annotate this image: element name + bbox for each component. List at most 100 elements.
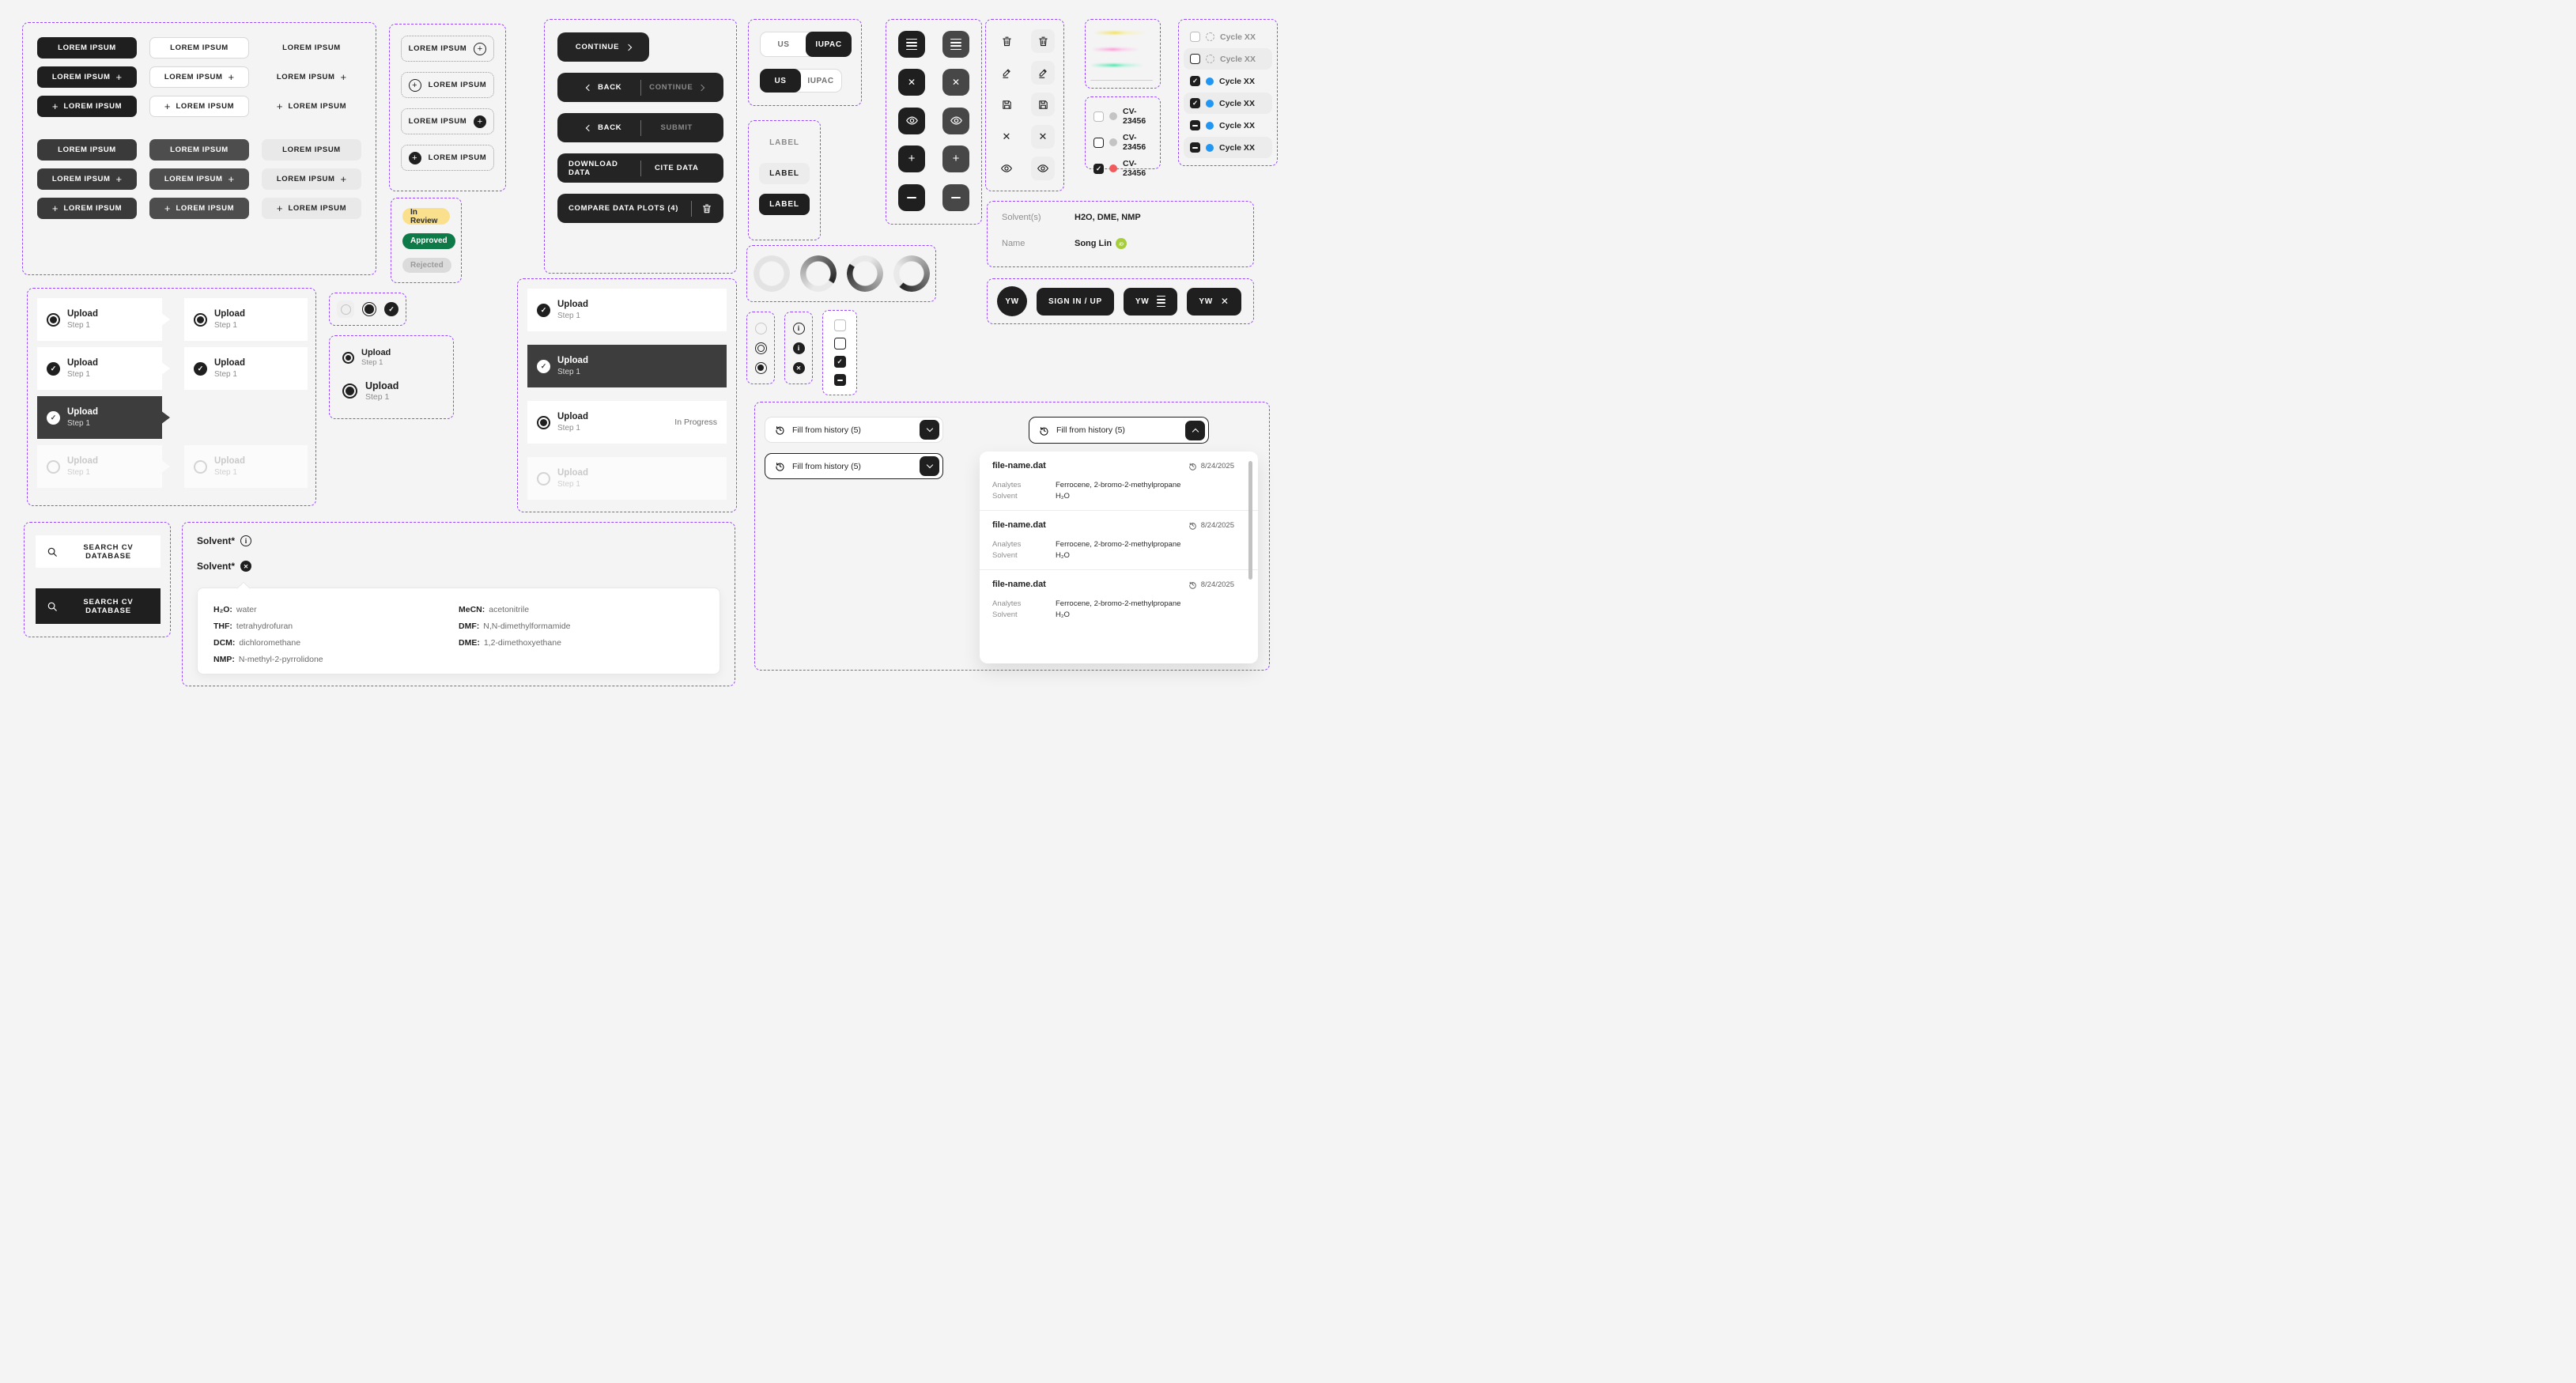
dashed-add-button-filled-icon-right[interactable]: LOREM IPSUM+ — [401, 108, 494, 134]
trash-icon[interactable] — [701, 203, 712, 214]
fill-from-history-dropdown-open[interactable]: Fill from history (5) — [1029, 417, 1209, 444]
label-chip-dark[interactable]: LABEL — [759, 194, 810, 215]
secondary-button[interactable]: LOREM IPSUM — [149, 37, 249, 59]
cycle-row-indeterminate[interactable]: Cycle XX — [1184, 115, 1272, 136]
close-button-hover[interactable]: ✕ — [1031, 124, 1055, 149]
ghost-button[interactable]: LOREM IPSUM — [262, 37, 361, 59]
cycle-row-unchecked-hover[interactable]: Cycle XX — [1184, 48, 1272, 70]
step-pending-icon[interactable] — [337, 300, 354, 318]
toggle-option-iupac[interactable]: IUPAC — [807, 76, 834, 85]
checkbox-indeterminate[interactable] — [833, 374, 846, 386]
cv-row-checked[interactable]: ✓ CV-23456 — [1093, 159, 1152, 178]
save-button-hover[interactable] — [1031, 93, 1055, 117]
dashed-add-button-icon-left[interactable]: +LOREM IPSUM — [401, 72, 494, 98]
download-data-button[interactable]: DOWNLOAD DATA — [568, 159, 618, 177]
primary-pressed-button-plus-left[interactable]: +LOREM IPSUM — [149, 198, 249, 219]
dashed-add-button-icon-right[interactable]: LOREM IPSUM+ — [401, 36, 494, 62]
cycle-row-unchecked[interactable]: Cycle XX — [1184, 26, 1272, 47]
delete-button[interactable] — [995, 29, 1018, 53]
info-outline-icon[interactable]: i — [240, 535, 252, 546]
view-button-hover[interactable] — [1031, 156, 1055, 180]
primary-pressed-button[interactable]: LOREM IPSUM — [149, 139, 249, 161]
user-menu-button[interactable]: YW — [1123, 287, 1178, 316]
close-button[interactable]: ✕ — [898, 69, 925, 96]
toggle-option-iupac[interactable]: IUPAC — [806, 32, 852, 57]
checkbox-unchecked[interactable] — [1190, 54, 1200, 64]
primary-button-plus-left[interactable]: +LOREM IPSUM — [37, 96, 137, 117]
submit-button-disabled[interactable]: SUBMIT — [660, 123, 693, 132]
checkbox-indeterminate[interactable] — [1190, 142, 1200, 153]
primary-hover-button[interactable]: LOREM IPSUM — [37, 139, 137, 161]
back-submit-bar[interactable]: BACK SUBMIT — [557, 113, 723, 142]
remove-button-hover[interactable] — [942, 183, 969, 211]
compare-plots-bar[interactable]: COMPARE DATA PLOTS (4) — [557, 194, 723, 223]
disabled-button[interactable]: LOREM IPSUM — [262, 139, 361, 161]
dropdown-expand-button[interactable] — [920, 420, 939, 440]
checkbox-unchecked[interactable] — [833, 319, 846, 331]
compare-plots-button[interactable]: COMPARE DATA PLOTS (4) — [568, 204, 679, 213]
checkbox-unchecked[interactable] — [1093, 137, 1104, 148]
primary-pressed-button-plus-right[interactable]: LOREM IPSUM+ — [149, 168, 249, 190]
remove-button[interactable] — [898, 183, 925, 211]
continue-button[interactable]: CONTINUE — [557, 32, 649, 62]
menu-button[interactable] — [898, 31, 925, 58]
view-button-hover[interactable] — [942, 107, 969, 134]
checkbox-checked[interactable]: ✓ — [1093, 163, 1104, 174]
us-iupac-toggle-alt[interactable]: US IUPAC — [760, 69, 842, 93]
cv-row-unchecked-focus[interactable]: CV-23456 — [1093, 133, 1152, 152]
fill-from-history-dropdown[interactable]: Fill from history (5) — [765, 417, 943, 443]
delete-button-hover[interactable] — [1031, 29, 1055, 53]
user-avatar[interactable]: YW — [997, 286, 1027, 316]
cycle-row-indeterminate-hover[interactable]: Cycle XX — [1184, 137, 1272, 158]
cycle-row-checked-hover[interactable]: ✓ Cycle XX — [1184, 93, 1272, 114]
checkbox-checked[interactable]: ✓ — [833, 356, 846, 368]
primary-button[interactable]: LOREM IPSUM — [37, 37, 137, 59]
us-iupac-toggle[interactable]: US IUPAC — [760, 32, 852, 57]
add-button[interactable]: + — [898, 145, 925, 173]
step-current-icon[interactable] — [362, 302, 376, 316]
primary-button-plus-right[interactable]: LOREM IPSUM+ — [37, 66, 137, 88]
checkbox-unchecked[interactable] — [1093, 111, 1104, 122]
close-button-hover[interactable]: ✕ — [942, 69, 969, 96]
checkbox-checked[interactable]: ✓ — [1190, 76, 1200, 86]
checkbox-unchecked[interactable] — [1190, 32, 1200, 42]
save-button[interactable] — [995, 93, 1018, 116]
orcid-icon[interactable]: iD — [1116, 238, 1127, 249]
radio-focused[interactable] — [754, 342, 767, 354]
user-close-button[interactable]: YW✕ — [1187, 287, 1241, 316]
menu-button-hover[interactable] — [942, 31, 969, 58]
info-filled-icon[interactable]: i — [792, 342, 805, 354]
info-outline-icon[interactable]: i — [792, 322, 805, 334]
dropdown-expand-button[interactable] — [920, 456, 939, 476]
dashed-add-button-filled-icon-left[interactable]: +LOREM IPSUM — [401, 145, 494, 171]
close-circle-icon[interactable]: ✕ — [792, 361, 805, 374]
sign-in-button[interactable]: SIGN IN / UP — [1037, 287, 1114, 316]
label-chip-light[interactable]: LABEL — [759, 163, 810, 184]
ghost-button-plus-left[interactable]: +LOREM IPSUM — [262, 96, 361, 117]
primary-hover-button-plus-right[interactable]: LOREM IPSUM+ — [37, 168, 137, 190]
ghost-button-plus-right[interactable]: LOREM IPSUM+ — [262, 66, 361, 88]
dropdown-collapse-button[interactable] — [1185, 420, 1205, 440]
back-continue-bar[interactable]: BACK CONTINUE — [557, 73, 723, 102]
back-button[interactable]: BACK — [568, 83, 640, 92]
add-button-hover[interactable]: + — [942, 145, 969, 173]
secondary-button-plus-left[interactable]: +LOREM IPSUM — [149, 96, 249, 117]
close-button[interactable]: ✕ — [995, 125, 1018, 149]
step-done-icon[interactable]: ✓ — [384, 302, 398, 316]
checkbox-checked[interactable]: ✓ — [1190, 98, 1200, 108]
download-cite-bar[interactable]: DOWNLOAD DATA CITE DATA — [557, 153, 723, 183]
back-button[interactable]: BACK — [568, 123, 640, 132]
